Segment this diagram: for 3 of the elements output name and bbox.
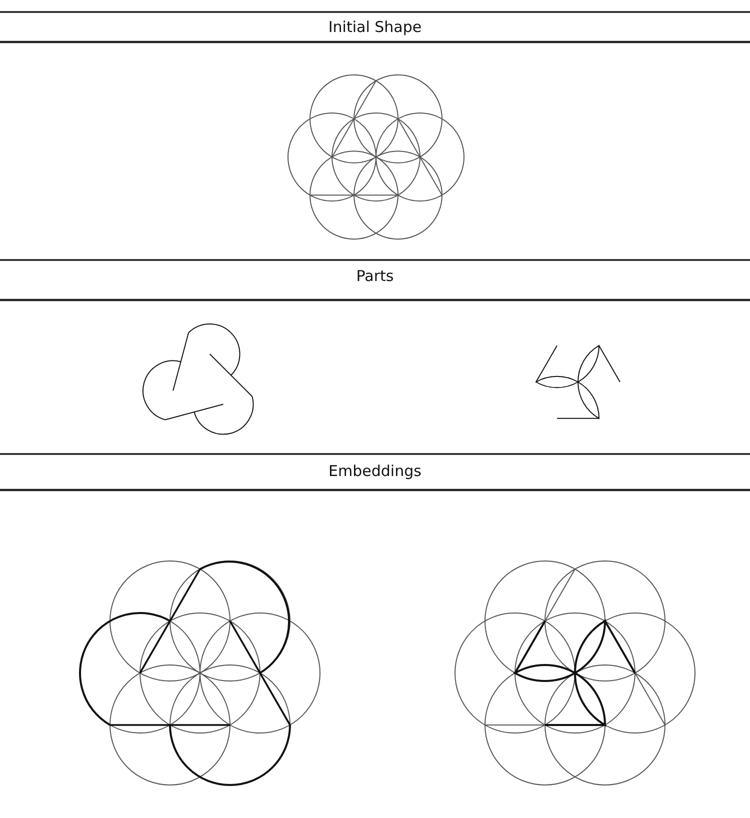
- section-heading: Parts: [356, 267, 394, 285]
- section-heading: Initial Shape: [328, 18, 422, 36]
- section-heading: Embeddings: [328, 462, 422, 480]
